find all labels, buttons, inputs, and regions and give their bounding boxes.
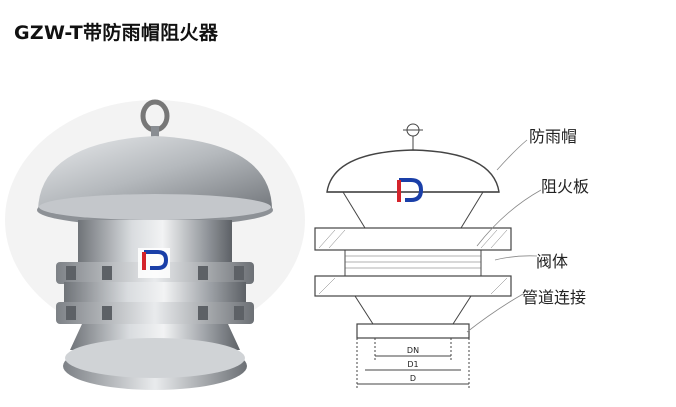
brand-logo <box>397 178 424 202</box>
dim-d: D <box>410 374 416 383</box>
cross-section-drawing: DN D1 D <box>314 123 542 388</box>
page-title: GZW-T带防雨帽阻火器 <box>14 22 219 44</box>
callout-pipe-connection: 管道连接 <box>522 288 587 307</box>
product-photo <box>5 99 305 390</box>
callout-flame-arrester-plate: 阻火板 <box>541 177 590 196</box>
dim-d1: D1 <box>407 360 418 369</box>
callout-rain-cap: 防雨帽 <box>529 127 578 146</box>
brand-logo <box>138 248 170 278</box>
dim-dn: DN <box>407 346 419 355</box>
callout-valve-body: 阀体 <box>536 252 569 271</box>
